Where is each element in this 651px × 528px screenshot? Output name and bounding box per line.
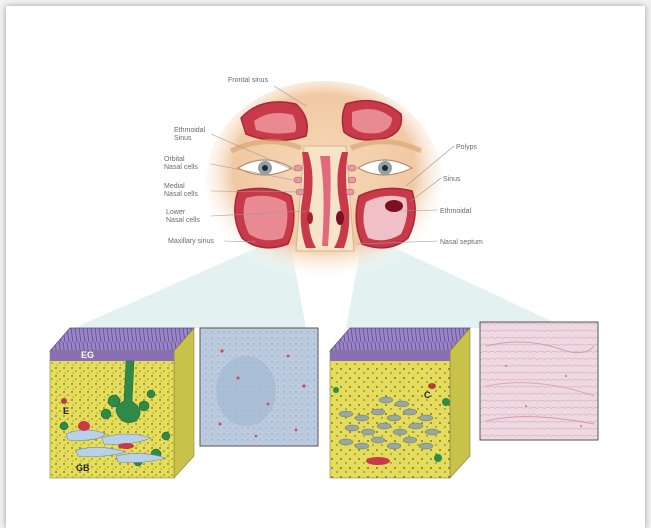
tag-c-right: C: [424, 390, 431, 400]
label-lower-line2: Nasal cells: [166, 217, 200, 224]
label-ethmoidal-right: Ethmoidal: [440, 208, 472, 215]
micrograph-right: [480, 322, 598, 440]
tissue-block-left: EG E GB: [50, 328, 194, 478]
right-labels: Polyps Sinus Ethmoidal Nasal septum: [440, 144, 483, 246]
polyp: [385, 200, 403, 212]
label-orbital-line1: Orbital: [164, 156, 185, 163]
sinus-illustration: Frontal sinus Ethmoidal Sinus Orbital Na…: [6, 6, 645, 528]
tag-eg: EG: [81, 350, 94, 360]
tag-e-left: E: [63, 406, 69, 416]
micrograph-left: [200, 328, 318, 446]
label-lower-line1: Lower: [166, 209, 186, 216]
label-maxillary: Maxillary sinus: [168, 238, 214, 245]
label-medial-line2: Nasal cells: [164, 191, 198, 198]
tag-gb: GB: [76, 463, 90, 473]
figure-frame: Frontal sinus Ethmoidal Sinus Orbital Na…: [6, 6, 645, 528]
label-ethmoidal-line2: Sinus: [174, 135, 192, 142]
label-orbital-line2: Nasal cells: [164, 164, 198, 171]
label-nasal-septum: Nasal septum: [440, 239, 483, 246]
label-sinus: Sinus: [443, 176, 461, 183]
label-ethmoidal-line1: Ethmoidal: [174, 127, 206, 134]
tissue-block-right: C: [330, 328, 470, 478]
label-polyps: Polyps: [456, 144, 478, 151]
label-frontal-sinus: Frontal sinus: [228, 77, 269, 84]
label-medial-line1: Medial: [164, 183, 185, 190]
